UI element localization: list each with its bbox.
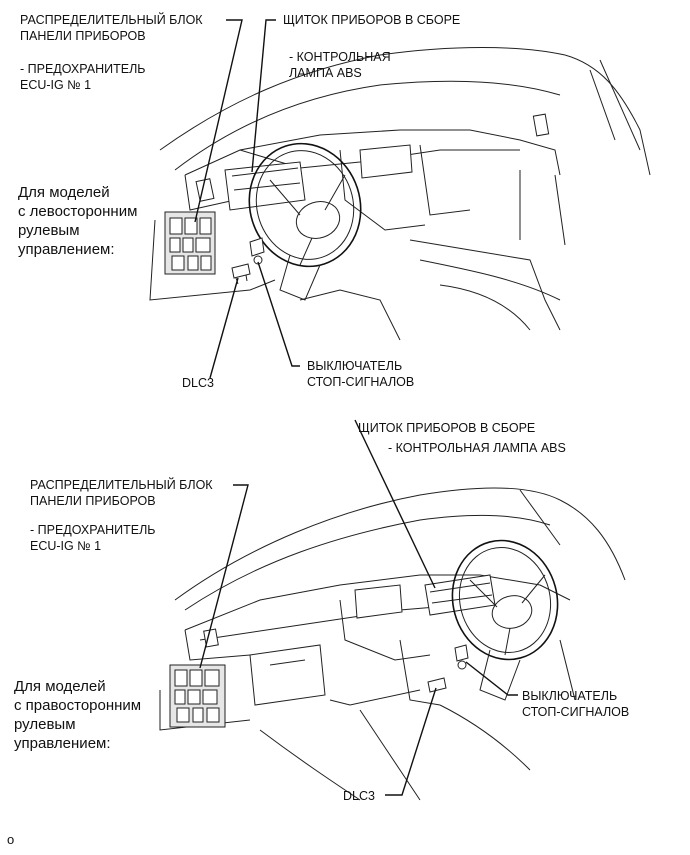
rhd-junction-block-line1: РАСПРЕДЕЛИТЕЛЬНЫЙ БЛОК [30,478,213,492]
rhd-fuse-label: - ПРЕДОХРАНИТЕЛЬ ECU-IG № 1 [30,522,156,554]
lhd-abs-label: - КОНТРОЛЬНАЯ ЛАМПА ABS [289,49,391,81]
rhd-model-line1: Для моделей [14,678,106,695]
lhd-model-line3: рулевым [18,222,80,239]
lhd-abs-line1: - КОНТРОЛЬНАЯ [289,50,391,64]
rhd-junction-block-label: РАСПРЕДЕЛИТЕЛЬНЫЙ БЛОК ПАНЕЛИ ПРИБОРОВ [30,477,213,509]
lhd-fuse-line1: - ПРЕДОХРАНИТЕЛЬ [20,62,146,76]
lhd-stop-line2: СТОП-СИГНАЛОВ [307,375,415,389]
lhd-dlc3-label: DLC3 [182,376,214,390]
footer-mark: o [7,832,15,847]
rhd-model-line4: управлением: [14,735,111,752]
rhd-fuse-line1: - ПРЕДОХРАНИТЕЛЬ [30,523,156,537]
rhd-abs-label: - КОНТРОЛЬНАЯ ЛАМПА ABS [388,441,566,455]
rhd-dlc3-label: DLC3 [343,789,375,803]
rhd-meter-title: ЩИТОК ПРИБОРОВ В СБОРЕ [358,421,536,435]
lhd-fuse-line2: ECU-IG № 1 [20,78,92,92]
lhd-junction-block-line2: ПАНЕЛИ ПРИБОРОВ [20,29,146,43]
rhd-junction-block-line2: ПАНЕЛИ ПРИБОРОВ [30,494,156,508]
rhd-model-line2: с правосторонним [14,697,142,714]
rhd-model-note: Для моделей с правосторонним рулевым упр… [14,677,141,753]
lhd-stop-light-switch [249,237,265,265]
lhd-meter-title: ЩИТОК ПРИБОРОВ В СБОРЕ [283,13,461,27]
lhd-model-line4: управлением: [18,241,115,258]
rhd-stop-light-switch [454,644,469,670]
lhd-model-line1: Для моделей [18,184,110,201]
lhd-dlc3-connector [231,263,251,285]
lhd-model-note: Для моделей с левосторонним рулевым упра… [18,183,137,259]
rhd-stop-line1: ВЫКЛЮЧАТЕЛЬ [522,689,618,703]
rhd-stop-line2: СТОП-СИГНАЛОВ [522,705,630,719]
rhd-dlc3-connector [427,677,447,693]
rhd-stop-switch-label: ВЫКЛЮЧАТЕЛЬ СТОП-СИГНАЛОВ [522,688,629,720]
lhd-junction-block [164,211,216,275]
lhd-stop-line1: ВЫКЛЮЧАТЕЛЬ [307,359,403,373]
lhd-stop-switch-label: ВЫКЛЮЧАТЕЛЬ СТОП-СИГНАЛОВ [307,358,414,390]
lhd-junction-block-label: РАСПРЕДЕЛИТЕЛЬНЫЙ БЛОК ПАНЕЛИ ПРИБОРОВ [20,12,203,44]
lhd-fuse-label: - ПРЕДОХРАНИТЕЛЬ ECU-IG № 1 [20,61,146,93]
lhd-abs-line2: ЛАМПА ABS [289,66,362,80]
rhd-model-line3: рулевым [14,716,76,733]
lhd-junction-block-line1: РАСПРЕДЕЛИТЕЛЬНЫЙ БЛОК [20,13,203,27]
rhd-fuse-line2: ECU-IG № 1 [30,539,102,553]
rhd-junction-block [169,664,226,728]
lhd-model-line2: с левосторонним [18,203,138,220]
